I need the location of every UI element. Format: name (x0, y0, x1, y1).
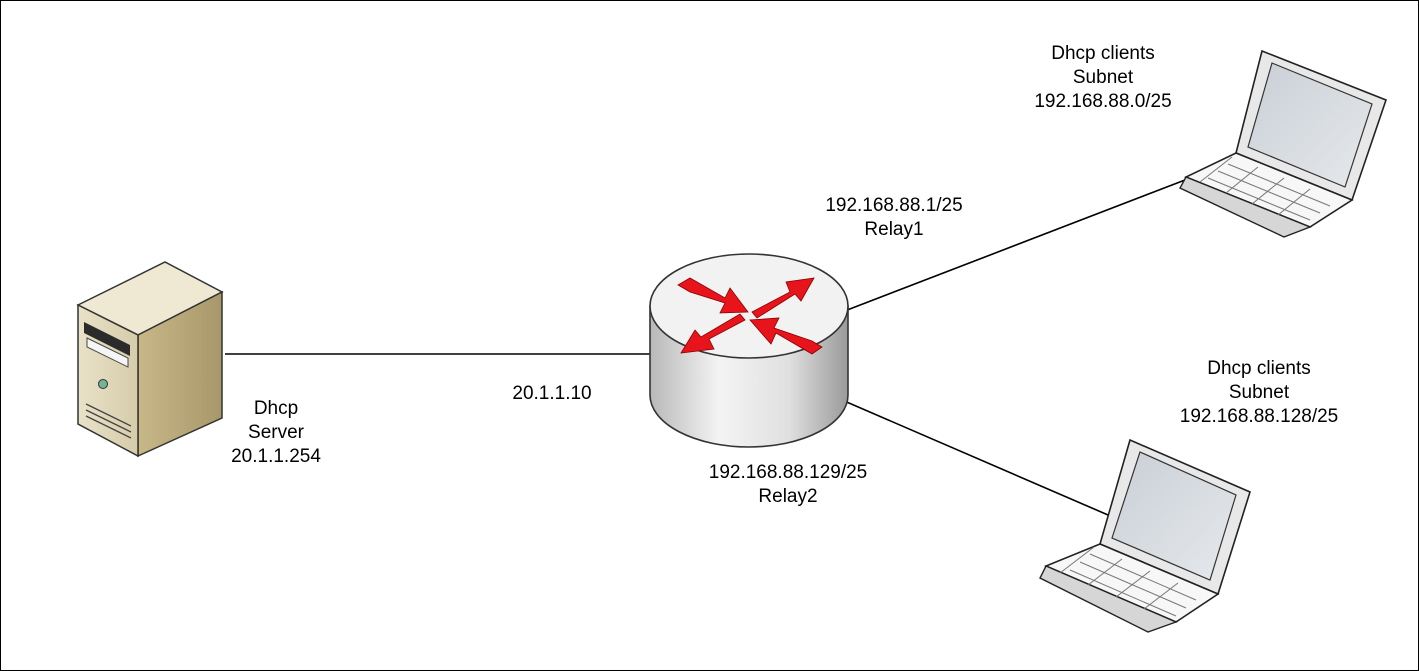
link-router-client2 (841, 399, 1116, 519)
relay2-name: Relay2 (758, 486, 818, 507)
router-wan-ip-text: 20.1.1.10 (512, 383, 592, 404)
server-label-line1: Dhcp (253, 398, 299, 419)
relay1-name: Relay1 (864, 219, 924, 240)
router-wan-ip: 20.1.1.10 (512, 382, 591, 406)
relay2-ip: 192.168.88.129/25 (708, 462, 868, 483)
client1-label: Dhcp clients Subnet 192.168.88.0/25 (1034, 42, 1171, 114)
server-ip: 20.1.1.254 (231, 446, 321, 467)
server-label: Dhcp Server 20.1.1.254 (231, 397, 321, 469)
client1-subnet: 192.168.88.0/25 (1034, 91, 1172, 112)
relay2-label: 192.168.88.129/25 Relay2 (709, 461, 868, 509)
laptop-icon-2[interactable] (1039, 438, 1251, 633)
router-icon[interactable] (649, 253, 849, 448)
client2-subnet: 192.168.88.128/25 (1179, 406, 1339, 427)
relay1-label: 192.168.88.1/25 Relay1 (825, 194, 962, 242)
link-router-client1 (841, 179, 1186, 313)
server-label-line2: Server (248, 422, 304, 443)
client1-line1: Dhcp clients (1051, 43, 1155, 64)
client2-line1: Dhcp clients (1207, 358, 1311, 379)
server-icon[interactable] (76, 261, 224, 458)
relay1-ip: 192.168.88.1/25 (825, 195, 963, 216)
client2-label: Dhcp clients Subnet 192.168.88.128/25 (1180, 357, 1339, 429)
laptop-icon-1[interactable] (1179, 49, 1388, 238)
client2-line2: Subnet (1228, 382, 1290, 403)
client1-line2: Subnet (1072, 67, 1134, 88)
